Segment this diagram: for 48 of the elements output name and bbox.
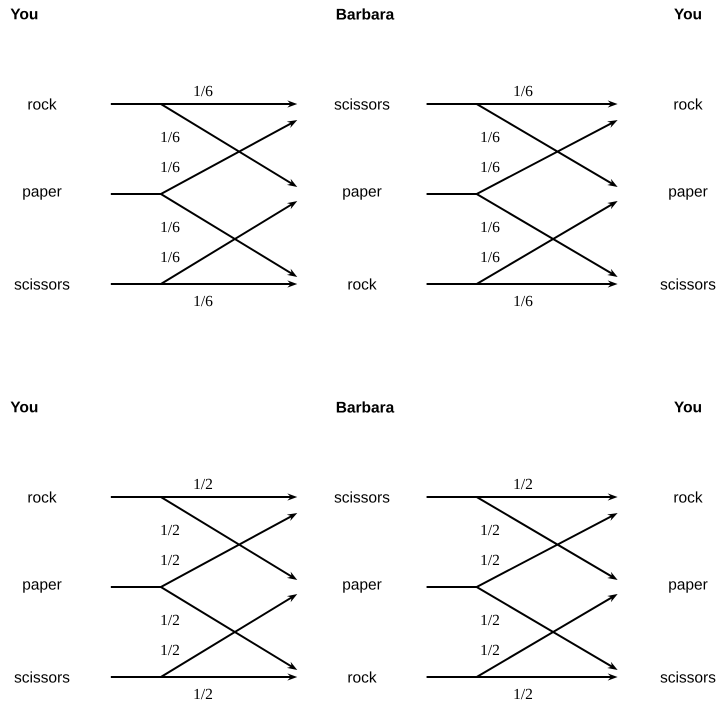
edge-label: 1/2	[514, 688, 532, 700]
option-label: paper	[343, 188, 382, 200]
edge-label: 1/6	[162, 222, 180, 232]
edge-label: 1/2	[481, 554, 500, 566]
option-label: rock	[348, 671, 377, 683]
edge-label: 1/2	[481, 524, 500, 536]
option-label: scissors	[660, 278, 716, 290]
edge-label: 1/6	[481, 132, 500, 142]
edge-label: 1/6	[162, 132, 180, 142]
option-label: paper	[343, 581, 382, 593]
option-label: paper	[669, 581, 708, 593]
edge-label: 1/6	[162, 162, 180, 172]
edge-label: 1/2	[194, 478, 212, 490]
option-label: rock	[674, 491, 703, 503]
option-label: scissors	[14, 278, 70, 290]
edge-label: 1/2	[481, 614, 500, 626]
column-heading: You	[10, 8, 38, 20]
option-label: rock	[28, 98, 57, 110]
edge-label: 1/2	[162, 524, 180, 536]
edge-label: 1/6	[481, 222, 500, 232]
edge-label: 1/6	[481, 252, 500, 262]
column-heading: You	[674, 402, 702, 412]
option-label: rock	[348, 278, 377, 290]
edge-label: 1/6	[481, 162, 500, 172]
option-label: rock	[28, 491, 57, 503]
edge-label: 1/2	[162, 554, 180, 566]
column-heading: Barbara	[336, 8, 394, 20]
option-label: rock	[674, 98, 703, 110]
option-label: paper	[669, 188, 708, 200]
option-label: scissors	[334, 491, 390, 503]
edge-label: 1/6	[194, 296, 212, 306]
edge-label: 1/2	[162, 614, 180, 626]
edge-label: 1/6	[514, 86, 532, 96]
option-label: scissors	[660, 671, 716, 683]
column-heading: You	[10, 402, 38, 412]
column-heading: You	[674, 8, 702, 20]
edge-label: 1/2	[514, 478, 532, 490]
option-label: scissors	[334, 98, 390, 110]
edge-label: 1/2	[481, 644, 500, 656]
option-label: scissors	[14, 671, 70, 683]
edge-label: 1/6	[194, 86, 212, 96]
edge-label: 1/2	[194, 688, 212, 700]
edge-label: 1/6	[514, 296, 532, 306]
edge-label: 1/6	[162, 252, 180, 262]
option-label: paper	[23, 188, 62, 200]
option-label: paper	[23, 581, 62, 593]
edge-label: 1/2	[162, 644, 180, 656]
column-heading: Barbara	[336, 401, 394, 413]
